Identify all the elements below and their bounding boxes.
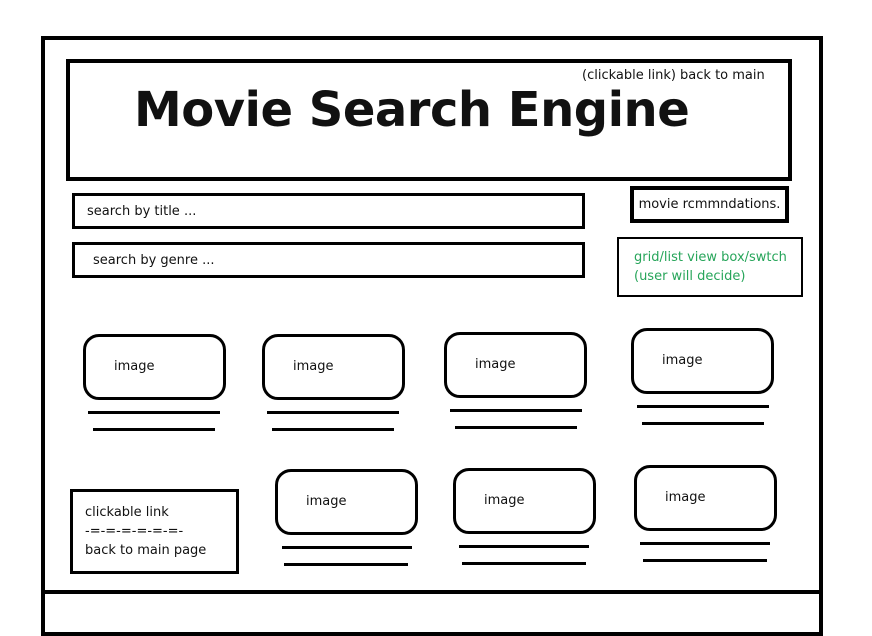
movie-title-line: [459, 545, 589, 548]
movie-desc-line: [643, 559, 767, 562]
view-toggle-note: (user will decide): [634, 269, 746, 284]
back-to-main-page-link[interactable]: clickable link -=-=-=-=-=-=- back to mai…: [70, 489, 239, 574]
movie-card[interactable]: image: [262, 334, 405, 400]
movie-title-line: [640, 542, 770, 545]
link-target-label: back to main page: [85, 543, 207, 558]
movie-image-placeholder: image: [475, 357, 516, 372]
movie-card[interactable]: image: [275, 469, 418, 535]
movie-image-placeholder: image: [484, 493, 525, 508]
movie-card[interactable]: image: [83, 334, 226, 400]
movie-title-line: [282, 546, 412, 549]
page-title: Movie Search Engine: [134, 82, 690, 138]
movie-card[interactable]: image: [453, 468, 596, 534]
bottom-divider: [41, 590, 823, 594]
movie-desc-line: [272, 428, 394, 431]
movie-recommendations-button[interactable]: movie rcmmndations.: [630, 186, 789, 223]
movie-desc-line: [642, 422, 764, 425]
back-to-main-link[interactable]: (clickable link) back to main: [582, 68, 765, 83]
search-by-genre-input[interactable]: search by genre ...: [72, 242, 585, 278]
movie-image-placeholder: image: [662, 353, 703, 368]
movie-card[interactable]: image: [444, 332, 587, 398]
movie-title-line: [637, 405, 769, 408]
view-toggle[interactable]: grid/list view box/swtch (user will deci…: [617, 237, 803, 297]
movie-desc-line: [284, 563, 408, 566]
movie-title-line: [267, 411, 399, 414]
link-label: clickable link: [85, 505, 169, 520]
movie-desc-line: [93, 428, 215, 431]
link-divider-text: -=-=-=-=-=-=-: [85, 524, 184, 539]
header-box: [66, 59, 792, 181]
search-title-placeholder: search by title ...: [87, 203, 197, 219]
search-genre-placeholder: search by genre ...: [93, 252, 215, 268]
movie-image-placeholder: image: [665, 490, 706, 505]
view-toggle-label: grid/list view box/swtch: [634, 250, 787, 265]
movie-image-placeholder: image: [293, 359, 334, 374]
search-by-title-input[interactable]: search by title ...: [72, 193, 585, 229]
movie-image-placeholder: image: [114, 359, 155, 374]
movie-title-line: [450, 409, 582, 412]
recommendations-label: movie rcmmndations.: [638, 197, 781, 212]
movie-card[interactable]: image: [634, 465, 777, 531]
movie-title-line: [88, 411, 220, 414]
movie-image-placeholder: image: [306, 494, 347, 509]
movie-desc-line: [462, 562, 586, 565]
movie-card[interactable]: image: [631, 328, 774, 394]
movie-desc-line: [455, 426, 577, 429]
